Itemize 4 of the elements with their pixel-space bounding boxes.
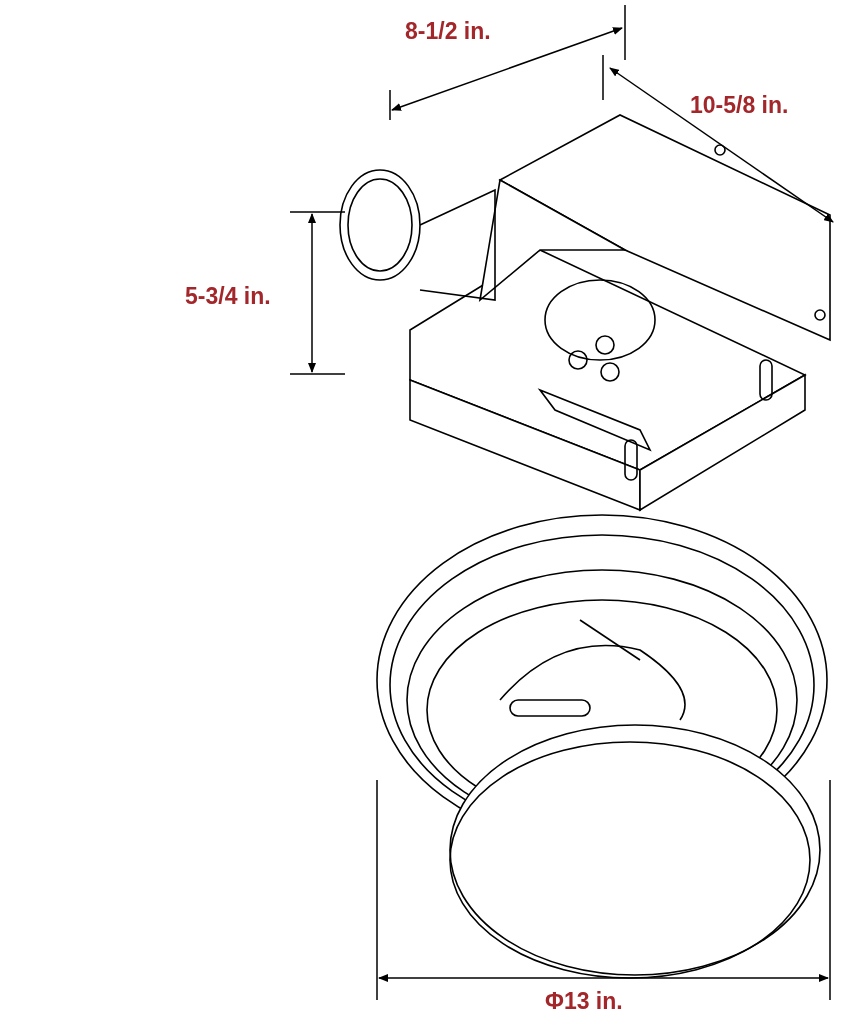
dimension-label: 5-3/4 in.	[185, 283, 271, 310]
dimension-label: 10-5/8 in.	[690, 92, 789, 119]
dimension-label: Φ13 in.	[545, 988, 623, 1015]
dimension-label: 8-1/2 in.	[405, 18, 491, 45]
